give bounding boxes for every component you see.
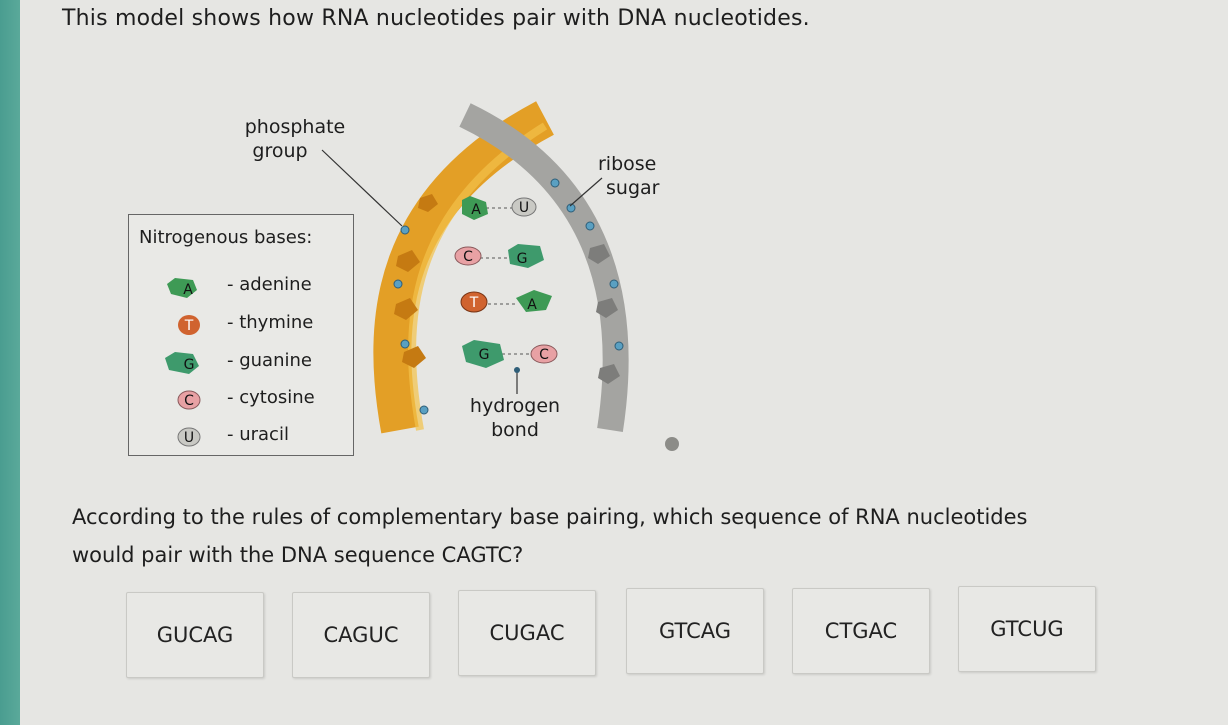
answer-option-2[interactable]: CAGUC xyxy=(292,592,430,678)
screen-bezel xyxy=(0,0,20,725)
legend-item-guanine: G - guanine xyxy=(149,348,349,376)
pair-4-left: G xyxy=(479,347,490,363)
answer-option-5[interactable]: CTGAC xyxy=(792,588,930,674)
dna-strand-highlight xyxy=(408,122,548,431)
pair-1-left: A xyxy=(471,202,481,218)
answer-option-6[interactable]: GTCUG xyxy=(958,586,1096,672)
thymine-icon: T xyxy=(178,315,200,335)
phosphate-dots xyxy=(393,178,624,415)
pair-3-right: A xyxy=(527,297,537,313)
rna-dna-diagram: A U C G T A G C xyxy=(321,101,679,451)
base-pair-3: T A xyxy=(460,290,552,313)
svg-text:G: G xyxy=(184,357,195,373)
answer-option-4[interactable]: GTCAG xyxy=(626,588,764,674)
question-prompt: According to the rules of complementary … xyxy=(72,498,1228,574)
base-pair-2: C G xyxy=(454,244,544,268)
svg-text:T: T xyxy=(184,318,194,334)
svg-text:A: A xyxy=(183,282,193,298)
pair-1-right: U xyxy=(519,200,529,216)
cytosine-icon: C xyxy=(177,390,201,410)
info-icon xyxy=(665,437,679,451)
base-pair-1: A U xyxy=(462,196,537,220)
legend-item-adenine: A - adenine xyxy=(149,272,349,300)
phosphate-pointer xyxy=(321,149,403,227)
guanine-icon: G xyxy=(165,352,199,374)
pair-3-left: T xyxy=(469,295,479,311)
ribose-sugar-label: ribose sugar xyxy=(598,153,660,199)
prompt-line-2: would pair with the DNA sequence CAGTC? xyxy=(72,543,524,567)
hydrogen-bond-label: hydrogen bond xyxy=(469,395,561,441)
legend-title: Nitrogenous bases: xyxy=(139,227,313,248)
svg-text:U: U xyxy=(184,430,194,446)
pair-4-right: C xyxy=(539,347,549,363)
question-title: This model shows how RNA nucleotides pai… xyxy=(62,6,810,31)
answer-option-1[interactable]: GUCAG xyxy=(126,592,264,678)
ribose-pointer xyxy=(569,177,603,207)
dna-sugars xyxy=(394,194,438,368)
pair-2-left: C xyxy=(463,249,473,265)
pair-2-right: G xyxy=(517,251,528,267)
base-pair-4: G C xyxy=(462,340,558,368)
adenine-icon: A xyxy=(167,278,197,298)
legend-item-thymine: T - thymine xyxy=(149,310,349,338)
legend-item-cytosine: C - cytosine xyxy=(149,385,349,413)
svg-text:C: C xyxy=(184,393,194,409)
legend-item-uracil: U - uracil xyxy=(149,422,349,450)
uracil-icon: U xyxy=(177,427,201,447)
answer-option-3[interactable]: CUGAC xyxy=(458,590,596,676)
phosphate-group-label: phosphate group xyxy=(244,116,346,162)
rna-sugars xyxy=(588,244,620,384)
nitrogenous-bases-legend: Nitrogenous bases: A - adenine T - thymi… xyxy=(128,214,354,456)
prompt-line-1: According to the rules of complementary … xyxy=(72,505,1028,529)
